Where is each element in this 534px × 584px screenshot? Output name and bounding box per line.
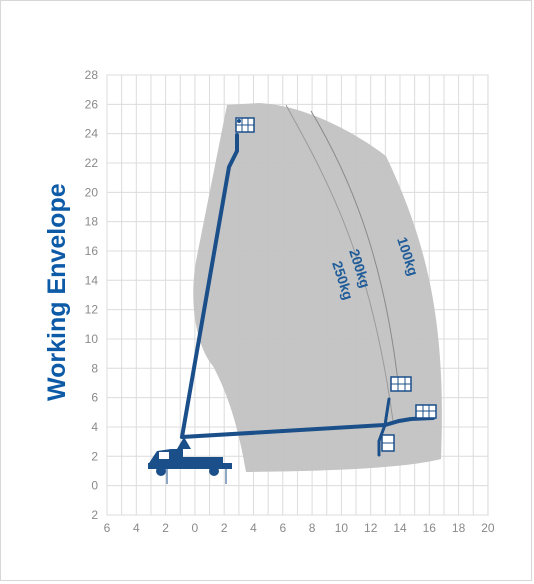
truck-icon xyxy=(148,437,232,484)
basket-mid-icon xyxy=(390,376,412,392)
x-tick-label: 18 xyxy=(452,521,466,535)
x-tick-label: 4 xyxy=(133,521,140,535)
y-tick-label: 28 xyxy=(85,68,99,82)
boom-vertical xyxy=(180,133,239,439)
x-tick-label: 8 xyxy=(309,521,316,535)
capacity-curve-250kg xyxy=(285,104,394,422)
y-tick-label: 8 xyxy=(91,361,98,375)
y-tick-label: 14 xyxy=(85,273,99,287)
y-tick-label: 26 xyxy=(85,97,99,111)
basket-low-icon xyxy=(381,434,395,452)
y-tick-label: 0 xyxy=(91,479,98,493)
x-tick-label: 20 xyxy=(481,521,495,535)
basket-right-icon xyxy=(415,404,437,419)
y-tick-label: 24 xyxy=(85,127,99,141)
y-tick-label: 16 xyxy=(85,244,99,258)
x-tick-label: 0 xyxy=(192,521,199,535)
diagram-title: Working Envelope xyxy=(43,183,71,401)
y-tick-label: 18 xyxy=(85,215,99,229)
x-tick-label: 16 xyxy=(423,521,437,535)
x-tick-label: 4 xyxy=(250,521,257,535)
working-envelope-area xyxy=(193,103,442,472)
basket-top-icon xyxy=(235,117,255,133)
x-tick-label: 6 xyxy=(279,521,286,535)
x-tick-label: 2 xyxy=(162,521,169,535)
x-tick-label: 14 xyxy=(393,521,407,535)
y-tick-label: 20 xyxy=(85,185,99,199)
x-tick-label: 2 xyxy=(221,521,228,535)
y-tick-label: 2 xyxy=(91,449,98,463)
x-tick-label: 10 xyxy=(335,521,349,535)
y-tick-label: 6 xyxy=(91,391,98,405)
x-tick-label: 6 xyxy=(104,521,111,535)
y-tick-label: 12 xyxy=(85,303,99,317)
y-tick-label: 2 xyxy=(91,508,98,522)
y-tick-label: 22 xyxy=(85,156,99,170)
y-tick-label: 4 xyxy=(91,420,98,434)
x-tick-label: 12 xyxy=(364,521,378,535)
y-tick-label: 10 xyxy=(85,332,99,346)
capacity-curve-200kg xyxy=(310,110,400,392)
